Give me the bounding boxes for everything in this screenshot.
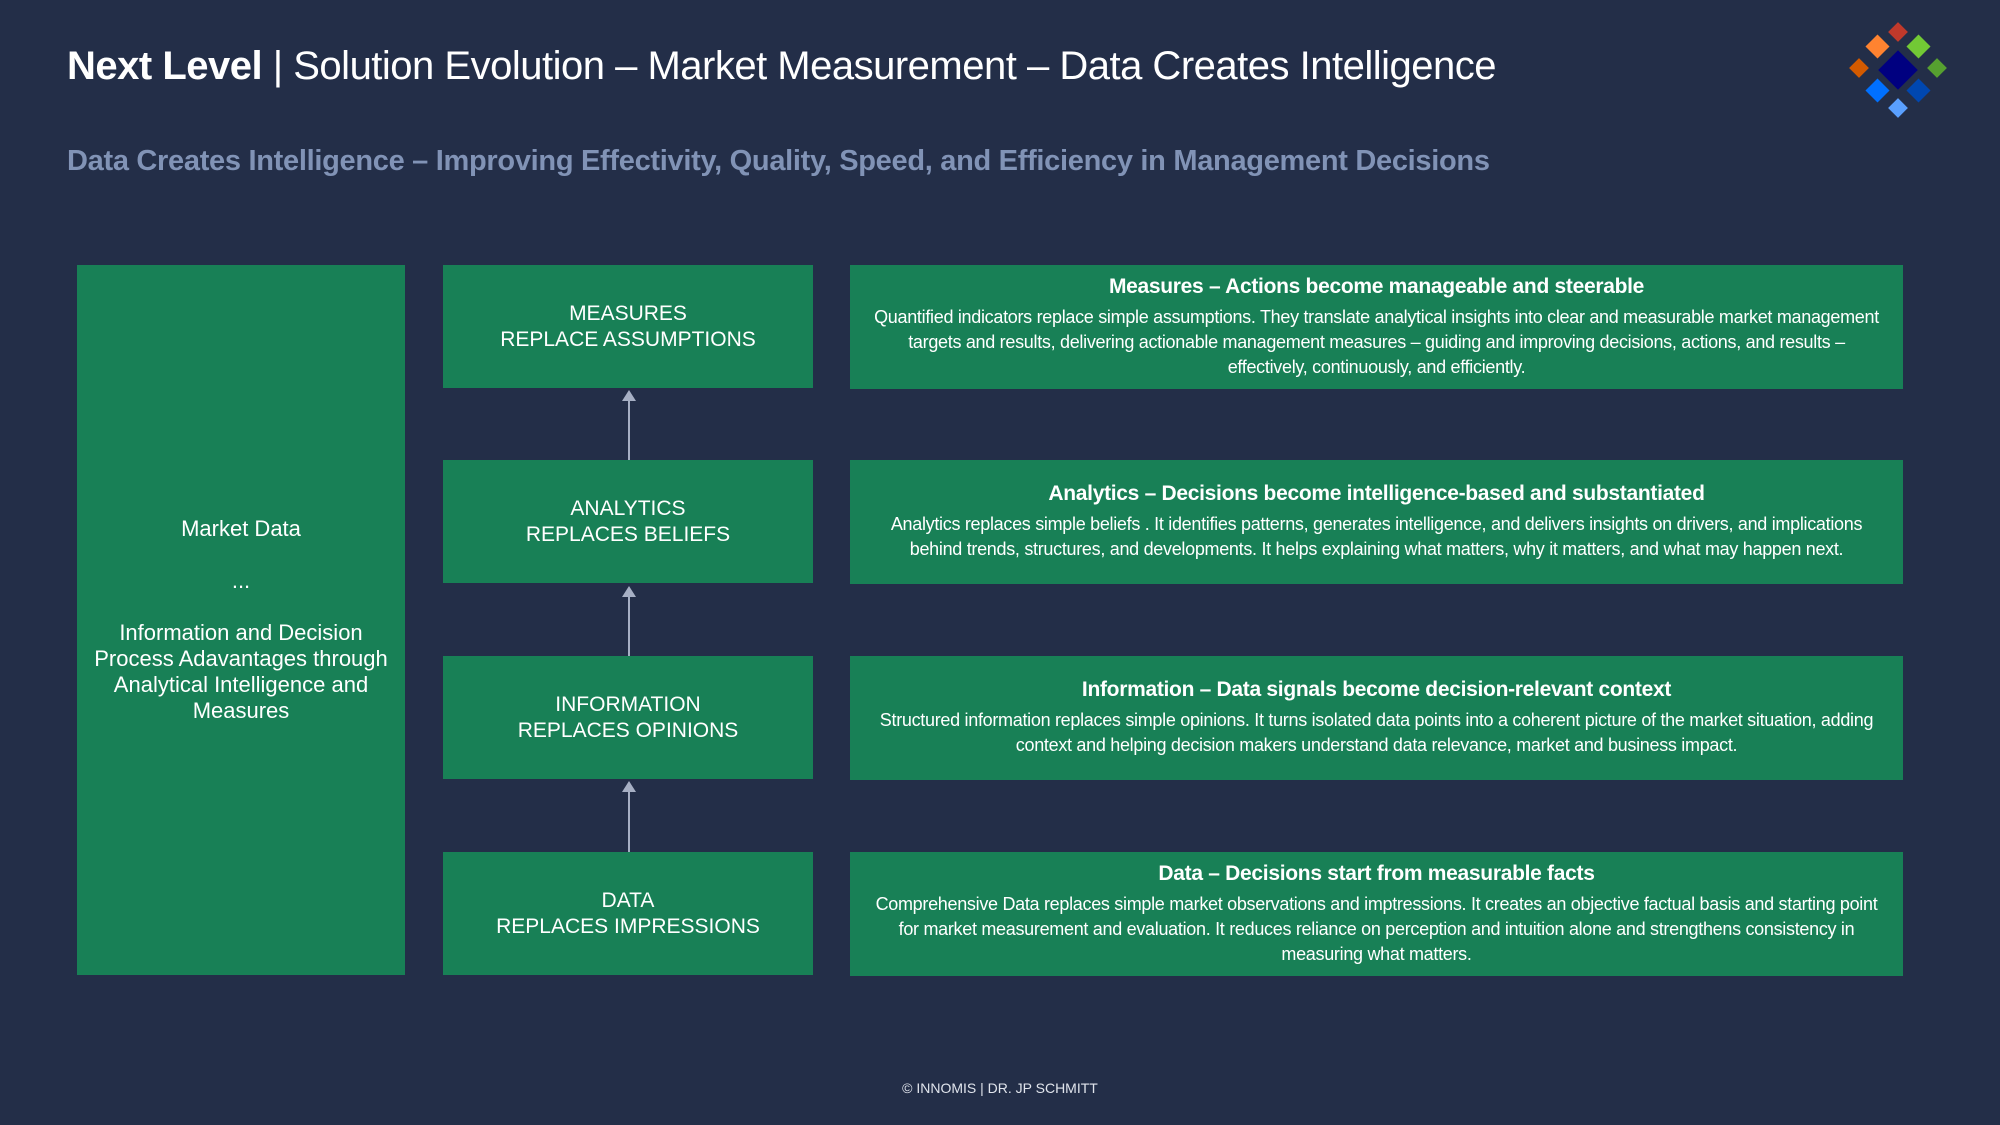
description-box-measures: Measures – Actions become manageable and…: [850, 265, 1903, 389]
description-heading: Data – Decisions start from measurable f…: [1158, 861, 1595, 885]
description-text: Quantified indicators replace simple ass…: [874, 306, 1879, 377]
page-subtitle: Data Creates Intelligence – Improving Ef…: [67, 145, 1490, 177]
description-box-data: Data – Decisions start from measurable f…: [850, 852, 1903, 976]
description-text: Analytics replaces simple beliefs . It i…: [890, 514, 1863, 559]
description-text: Comprehensive Data replaces simple marke…: [875, 893, 1878, 964]
page-title: Next Level | Solution Evolution – Market…: [67, 44, 1496, 89]
title-text: Solution Evolution – Market Measurement …: [293, 44, 1496, 88]
title-separator: |: [272, 44, 283, 88]
description-heading: Measures – Actions become manageable and…: [1108, 274, 1645, 298]
arrow-up-icon: [622, 586, 636, 656]
description-heading: Information – Data signals become decisi…: [1081, 678, 1672, 701]
description-box-analytics: Analytics – Decisions become intelligenc…: [850, 460, 1903, 584]
advantages-label: Information and Decision Process Adavant…: [94, 620, 388, 723]
ellipsis-label: ...: [231, 568, 251, 593]
arrow-up-icon: [622, 781, 636, 852]
market-data-box: Market Data ... Information and Decision…: [77, 265, 405, 975]
stage-box-information: INFORMATION REPLACES OPINIONS: [443, 656, 813, 779]
market-data-label: Market Data: [181, 516, 301, 541]
stage-sublabel: REPLACES OPINIONS: [517, 718, 739, 742]
copyright-footer: © INNOMIS | DR. JP SCHMITT: [902, 1080, 1098, 1096]
stage-sublabel: REPLACES BELIEFS: [525, 522, 731, 546]
diamond-logo-icon: [1849, 22, 1947, 118]
stage-label: ANALYTICS: [570, 496, 686, 520]
stage-sublabel: REPLACES IMPRESSIONS: [496, 914, 760, 938]
brand-name: Next Level: [67, 44, 263, 88]
stage-box-analytics: ANALYTICS REPLACES BELIEFS: [443, 460, 813, 583]
stage-box-data: DATA REPLACES IMPRESSIONS: [443, 852, 813, 975]
description-box-information: Information – Data signals become decisi…: [850, 656, 1903, 780]
description-heading: Analytics – Decisions become intelligenc…: [1048, 482, 1705, 505]
stage-label: INFORMATION: [555, 692, 701, 716]
arrow-up-icon: [622, 390, 636, 460]
stage-box-measures: MEASURES REPLACE ASSUMPTIONS: [443, 265, 813, 388]
stage-label: DATA: [601, 888, 655, 912]
stage-sublabel: REPLACE ASSUMPTIONS: [500, 327, 756, 351]
stage-label: MEASURES: [569, 301, 687, 325]
description-text: Structured information replaces simple o…: [879, 710, 1874, 755]
